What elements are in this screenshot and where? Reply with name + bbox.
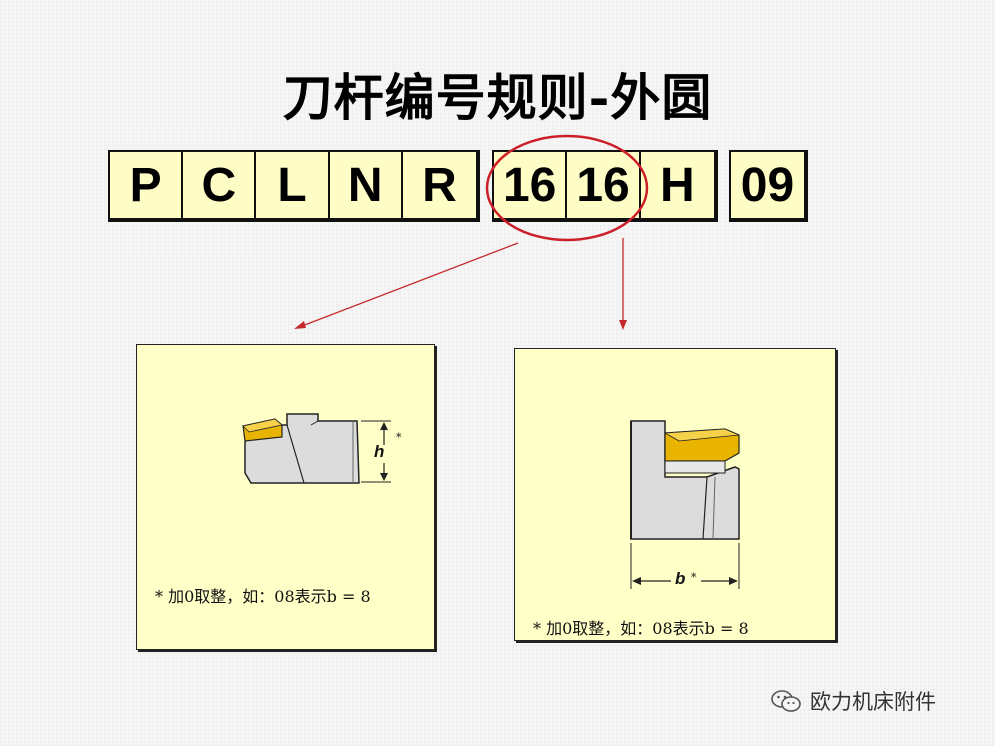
arrow-to-height — [301, 242, 519, 327]
code-cell-clearance: N — [330, 152, 403, 218]
code-cell-clamping: P — [110, 152, 184, 218]
slide-title: 刀杆编号规则-外圆 — [282, 68, 713, 127]
code-cell-holder-style: L — [256, 152, 330, 218]
wechat-icon — [771, 690, 801, 712]
code-cell-length: H — [660, 158, 695, 212]
width-dim-label: b — [675, 569, 686, 588]
height-dim-asterisk: * — [396, 431, 402, 444]
code-cell-insert-shape: C — [183, 152, 257, 218]
width-footnote: * 加0取整，如：08表示b = 8 — [533, 619, 749, 638]
watermark: 欧力机床附件 — [770, 686, 936, 716]
width-diagram — [630, 420, 740, 589]
height-diagram-panel: h * * 加0取整，如：08表示b = 8 — [136, 344, 435, 650]
code-group-main: P C L N R — [108, 150, 480, 222]
code-cell-height: 16 — [494, 152, 568, 218]
width-dim-asterisk: * — [691, 571, 697, 584]
height-dim-label: h — [374, 442, 385, 461]
code-cell-cutting-edge: 09 — [740, 158, 795, 212]
code-group-insert-size: 09 — [729, 150, 808, 222]
height-diagram — [242, 413, 391, 484]
code-group-size: 16 16 H — [492, 150, 718, 222]
height-footnote: * 加0取整，如：08表示b = 8 — [155, 587, 371, 606]
width-diagram-panel: b * * 加0取整，如：08表示b = 8 — [514, 348, 836, 641]
code-cell-hand: R — [422, 158, 457, 212]
code-cell-width: 16 — [567, 152, 641, 218]
watermark-text: 欧力机床附件 — [810, 690, 936, 714]
